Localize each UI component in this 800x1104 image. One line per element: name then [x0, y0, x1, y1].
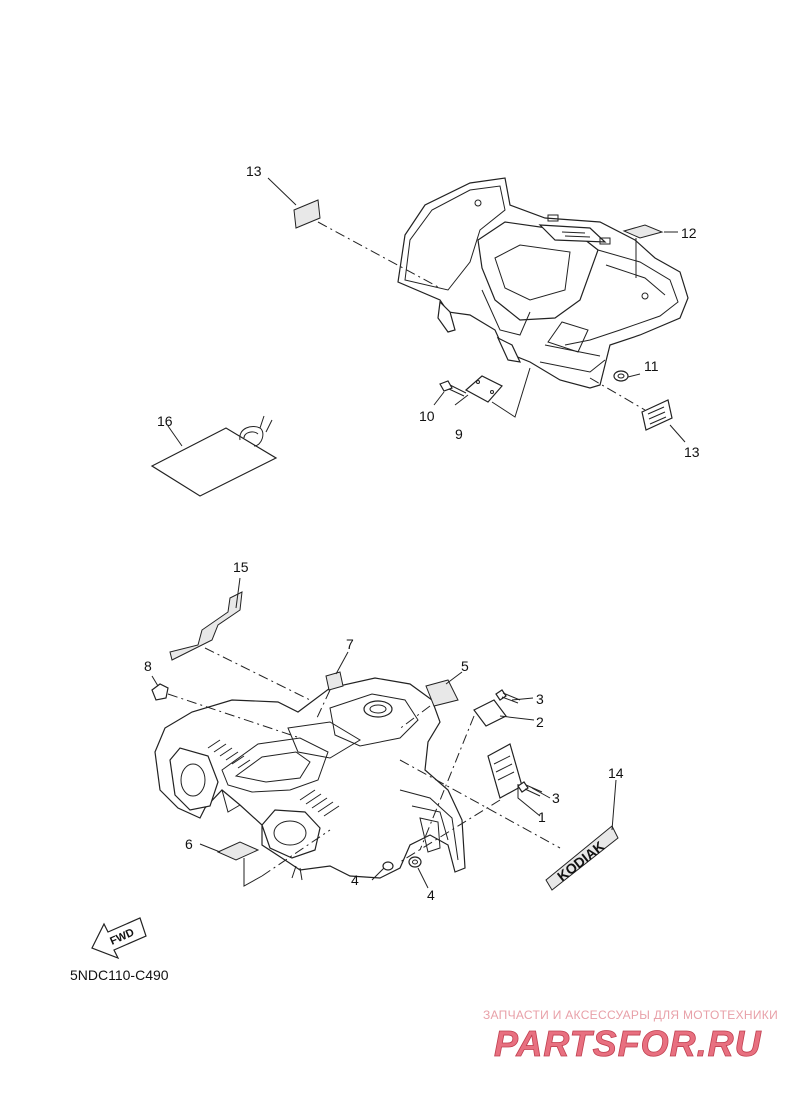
callout-2: 2 [536, 714, 544, 730]
callout-5: 5 [461, 658, 469, 674]
forward-arrow-icon: FWD [91, 917, 147, 960]
watermark-logo-text: PARTSFOR.RU [494, 1023, 762, 1064]
part-7-decal [325, 671, 344, 691]
watermark-logo: PARTSFOR.RU [494, 1023, 762, 1064]
callout-14: 14 [608, 765, 624, 781]
callout-1: 1 [538, 809, 546, 825]
diagram-code: 5NDC110-C490 [70, 967, 169, 983]
part-8-emblem [151, 683, 169, 701]
watermark-caption: ЗАПЧАСТИ И АКСЕССУАРЫ ДЛЯ МОТОТЕХНИКИ [482, 1008, 778, 1022]
callout-6: 6 [185, 836, 193, 852]
part-12-decal [622, 224, 664, 239]
part-3-bolt-upper [495, 689, 521, 704]
part-4-fastener-left [382, 861, 394, 871]
callout-8: 8 [144, 658, 152, 674]
callout-13-lower: 13 [684, 444, 700, 460]
part-1-plate [487, 743, 523, 799]
part-9-plate [464, 375, 503, 403]
callout-9: 9 [455, 426, 463, 442]
rear-fender [397, 177, 689, 389]
callout-7: 7 [346, 636, 354, 652]
part-13-plate-lower [641, 399, 673, 431]
part-2-plate [473, 699, 507, 727]
callout-11: 11 [644, 358, 659, 374]
part-14-decal: KODIAK [545, 825, 619, 891]
part-3-bolt-lower [517, 781, 543, 797]
part-15-decal [169, 591, 243, 661]
front-fender [154, 677, 466, 881]
part-4-fastener-right [408, 856, 422, 868]
callout-3-lower: 3 [552, 790, 560, 806]
callout-4-left: 4 [351, 872, 359, 888]
callout-12: 12 [681, 225, 697, 241]
callout-13-upper: 13 [246, 163, 262, 179]
part-5-decal [425, 679, 459, 707]
part-16-owners-manual [150, 415, 278, 497]
decal-brand-text: KODIAK [554, 838, 607, 885]
rear-leaders [267, 177, 686, 443]
callout-15: 15 [233, 559, 249, 575]
part-11-washer [613, 370, 629, 382]
callout-16: 16 [157, 413, 173, 429]
front-leaders [151, 577, 617, 889]
callout-10: 10 [419, 408, 435, 424]
callout-3-upper: 3 [536, 691, 544, 707]
part-6-decal [216, 841, 260, 861]
part-13-decal-upper [293, 199, 321, 229]
part-10-bolt [439, 380, 467, 397]
callout-4-right: 4 [427, 887, 435, 903]
